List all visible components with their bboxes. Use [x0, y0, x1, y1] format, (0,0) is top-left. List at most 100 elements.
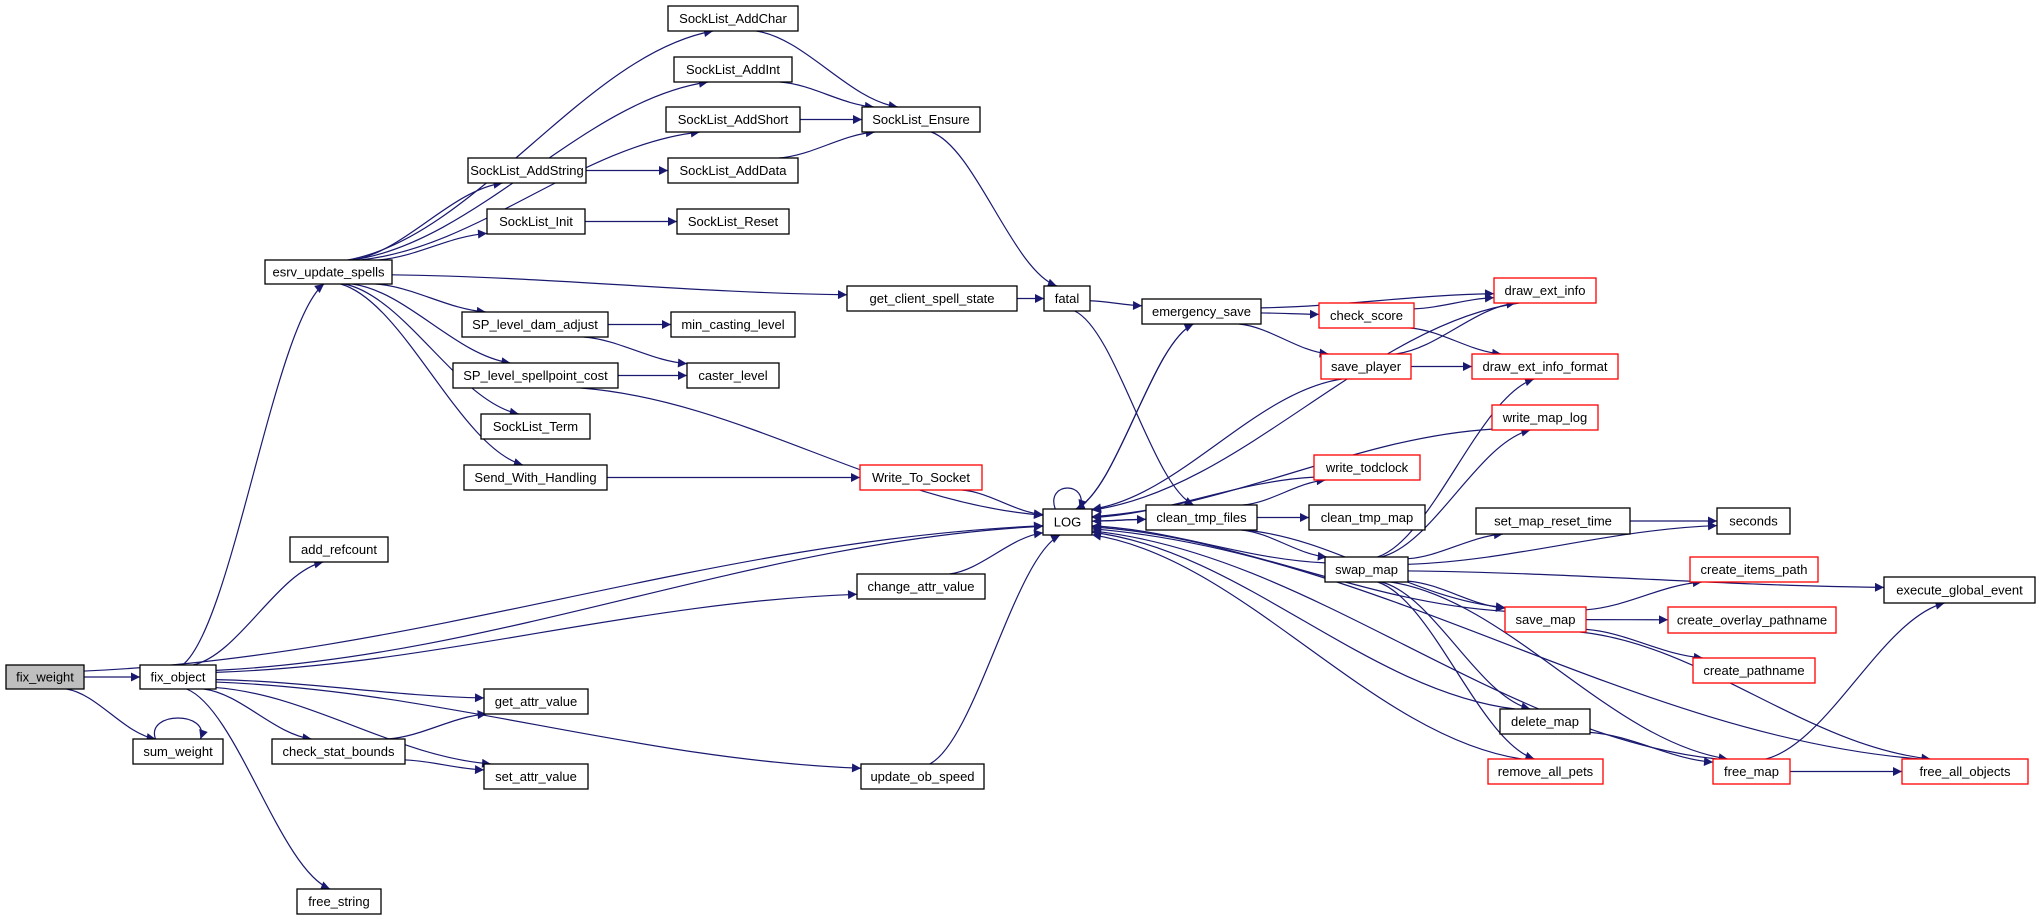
node-label: SockList_Init	[499, 214, 573, 229]
node-label: draw_ext_info	[1505, 283, 1586, 298]
node-box	[1491, 404, 1599, 431]
node-fatal[interactable]: fatal	[1043, 285, 1091, 312]
node-socklist-init[interactable]: SockList_Init	[486, 208, 586, 235]
node-clean-tmp-map[interactable]: clean_tmp_map	[1308, 504, 1426, 531]
node-label: change_attr_value	[868, 579, 975, 594]
node-socklist-addchar[interactable]: SockList_AddChar	[667, 5, 799, 32]
node-sp-level-spellpoint-cost[interactable]: SP_level_spellpoint_cost	[452, 362, 619, 389]
node-change-attr-value[interactable]: change_attr_value	[856, 573, 986, 600]
node-box	[483, 688, 589, 715]
node-label: SockList_AddData	[680, 163, 788, 178]
node-box	[856, 573, 986, 600]
node-box	[139, 664, 217, 690]
node-write-to-socket[interactable]: Write_To_Socket	[859, 464, 983, 491]
node-label: check_stat_bounds	[282, 744, 395, 759]
node-label: fix_object	[151, 670, 206, 685]
node-box	[670, 311, 796, 338]
node-seconds[interactable]: seconds	[1716, 507, 1791, 535]
node-log[interactable]: LOG	[1042, 508, 1093, 536]
node-label: clean_tmp_files	[1156, 510, 1247, 525]
node-clean-tmp-files[interactable]: clean_tmp_files	[1145, 504, 1258, 531]
node-label: sum_weight	[143, 744, 213, 759]
node-set-attr-value[interactable]: set_attr_value	[483, 763, 589, 790]
node-label: delete_map	[1511, 714, 1579, 729]
edge-clean-tmp-files-to-swap-map	[1241, 529, 1327, 561]
node-box	[860, 763, 985, 790]
node-check-stat-bounds[interactable]: check_stat_bounds	[271, 738, 406, 765]
edge-log-to-log	[1053, 487, 1088, 510]
node-check-score[interactable]: check_score	[1318, 302, 1415, 329]
node-label: write_map_log	[1502, 410, 1588, 425]
node-box	[264, 259, 393, 285]
node-label: get_attr_value	[495, 694, 577, 709]
node-fix-weight[interactable]: fix_weight	[5, 664, 85, 690]
node-free-string[interactable]: free_string	[296, 888, 382, 915]
edge-save-player-to-log	[1091, 378, 1343, 513]
edge-fix-weight-to-log	[83, 521, 1044, 672]
node-box	[676, 208, 790, 235]
edge-socklist-addchar-to-socklist-ensure	[756, 30, 898, 111]
node-update-ob-speed[interactable]: update_ob_speed	[860, 763, 985, 790]
edge-socklist-ensure-to-fatal	[930, 131, 1057, 288]
node-box	[467, 157, 587, 184]
node-caster-level[interactable]: caster_level	[686, 362, 780, 389]
node-get-client-spell-state[interactable]: get_client_spell_state	[846, 285, 1018, 312]
node-save-player[interactable]: save_player	[1320, 353, 1412, 380]
node-socklist-adddata[interactable]: SockList_AddData	[667, 157, 799, 184]
node-socklist-ensure[interactable]: SockList_Ensure	[861, 106, 981, 133]
node-save-map[interactable]: save_map	[1504, 606, 1587, 633]
node-socklist-addstring[interactable]: SockList_AddString	[467, 157, 587, 184]
edge-fix-object-to-get-attr-value	[215, 679, 485, 703]
node-box	[1042, 508, 1093, 536]
node-label: clean_tmp_map	[1321, 510, 1414, 525]
edge-swap-map-to-log	[1091, 521, 1326, 564]
node-sum-weight[interactable]: sum_weight	[132, 738, 224, 765]
node-box	[1883, 576, 2036, 604]
node-socklist-reset[interactable]: SockList_Reset	[676, 208, 790, 235]
node-remove-all-pets[interactable]: remove_all_pets	[1487, 758, 1604, 785]
node-box	[846, 285, 1018, 312]
edge-emergency-save-to-save-player	[1238, 323, 1329, 358]
node-send-with-handling[interactable]: Send_With_Handling	[463, 464, 608, 491]
node-label: caster_level	[698, 368, 767, 383]
edge-swap-map-to-set-map-reset-time	[1407, 530, 1504, 560]
edge-swap-map-to-delete-map	[1381, 581, 1531, 712]
node-emergency-save[interactable]: emergency_save	[1141, 298, 1262, 325]
node-write-todclock[interactable]: write_todclock	[1313, 454, 1421, 481]
edge-esrv-update-spells-to-socklist-addchar	[347, 28, 714, 261]
node-esrv-update-spells[interactable]: esrv_update_spells	[264, 259, 393, 285]
node-free-all-objects[interactable]: free_all_objects	[1901, 758, 2029, 785]
node-create-items-path[interactable]: create_items_path	[1689, 556, 1819, 583]
node-socklist-term[interactable]: SockList_Term	[480, 413, 591, 440]
edge-draw-ext-info-to-log	[1091, 302, 1520, 514]
node-get-attr-value[interactable]: get_attr_value	[483, 688, 589, 715]
node-label: SockList_Term	[493, 419, 578, 434]
node-create-overlay-pathname[interactable]: create_overlay_pathname	[1667, 606, 1837, 634]
node-create-pathname[interactable]: create_pathname	[1692, 657, 1816, 684]
node-min-casting-level[interactable]: min_casting_level	[670, 311, 796, 338]
node-fix-object[interactable]: fix_object	[139, 664, 217, 690]
node-set-map-reset-time[interactable]: set_map_reset_time	[1475, 507, 1631, 535]
edge-emergency-save-to-log	[1075, 323, 1194, 510]
node-socklist-addint[interactable]: SockList_AddInt	[673, 56, 793, 83]
node-socklist-addshort[interactable]: SockList_AddShort	[665, 106, 801, 133]
node-box	[1043, 285, 1091, 312]
node-swap-map[interactable]: swap_map	[1324, 556, 1409, 583]
edge-write-todclock-to-log	[1091, 476, 1315, 522]
node-label: SockList_Reset	[688, 214, 779, 229]
node-box	[463, 464, 608, 491]
edge-save-map-to-log	[1091, 523, 1506, 612]
node-add-refcount[interactable]: add_refcount	[289, 536, 389, 563]
edge-delete-map-to-log	[1091, 528, 1516, 710]
node-sp-level-dam-adjust[interactable]: SP_level_dam_adjust	[461, 311, 609, 338]
node-execute-global-event[interactable]: execute_global_event	[1883, 576, 2036, 604]
edge-check-score-to-draw-ext-info	[1413, 293, 1495, 310]
node-delete-map[interactable]: delete_map	[1499, 708, 1591, 735]
edge-swap-map-to-execute-global-event	[1407, 570, 1885, 592]
node-write-map-log[interactable]: write_map_log	[1491, 404, 1599, 431]
node-draw-ext-info-format[interactable]: draw_ext_info_format	[1471, 353, 1619, 380]
node-free-map[interactable]: free_map	[1712, 758, 1791, 785]
node-draw-ext-info[interactable]: draw_ext_info	[1493, 277, 1597, 304]
node-box	[486, 208, 586, 235]
edge-save-map-to-free-all-objects	[1579, 631, 1931, 763]
